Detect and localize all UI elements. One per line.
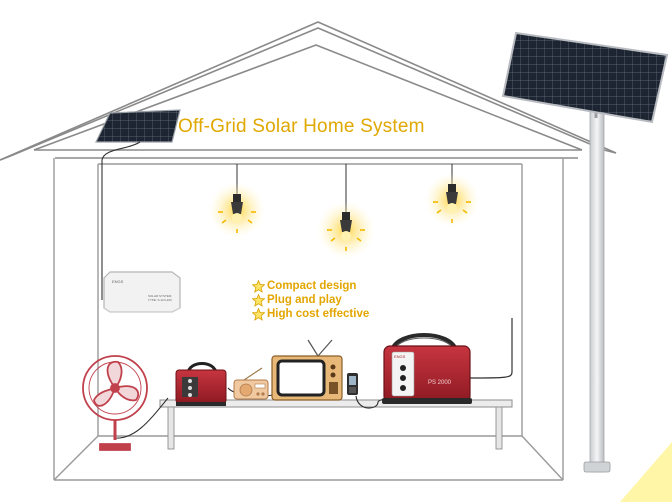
feature-list: Compact design Plug and play High cost e… — [252, 279, 369, 321]
page-title: Off-Grid Solar Home System — [178, 116, 425, 137]
wall-controller: ENGS SOLAR SYSTEM TYPE: S-12V-200 — [103, 271, 181, 313]
light-bulb-icon — [209, 164, 265, 238]
portable-power-unit — [175, 362, 227, 406]
controller-line2: TYPE: S-12V-200 — [148, 298, 172, 302]
controller-line1: SOLAR SYSTEM — [148, 294, 172, 298]
fan-icon — [82, 355, 148, 451]
table — [159, 399, 513, 450]
feature-label: Compact design — [267, 280, 357, 292]
star-icon — [252, 307, 265, 321]
tv-icon — [271, 339, 343, 401]
corner-accent — [620, 442, 672, 502]
main-unit-brand: ENGS — [394, 354, 406, 359]
solar-generator-main-unit: ENGS PS 2000 — [382, 333, 472, 404]
star-icon — [252, 279, 265, 293]
light-bulb-icon — [425, 164, 479, 227]
controller-brand: ENGS — [112, 279, 124, 284]
feature-item: High cost effective — [252, 307, 369, 321]
feature-label: Plug and play — [267, 294, 342, 306]
feature-item: Plug and play — [252, 293, 369, 307]
feature-label: High cost effective — [267, 308, 370, 320]
light-bulb-icon — [317, 164, 375, 259]
roof-solar-panel — [95, 109, 181, 300]
main-unit-model: PS 2000 — [428, 380, 452, 386]
star-icon — [252, 293, 265, 307]
phone-icon — [347, 373, 358, 395]
radio-icon — [233, 367, 269, 400]
feature-item: Compact design — [252, 279, 369, 293]
pole-solar-panel — [469, 31, 669, 473]
